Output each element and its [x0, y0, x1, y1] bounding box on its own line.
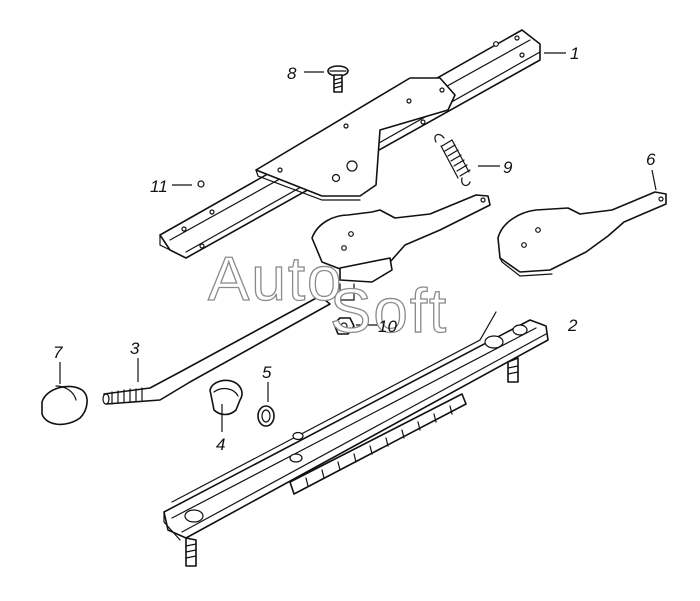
- part-7-knob: [41, 385, 88, 426]
- callout-6: 6: [646, 150, 656, 169]
- callout-9: 9: [503, 158, 513, 177]
- part-10-nut: [333, 317, 355, 335]
- part-2-lower-rail: [163, 311, 549, 567]
- leader-lines: [59, 52, 657, 432]
- part-11-ball: [197, 180, 205, 188]
- part-5-washer: [257, 405, 275, 427]
- part-1-mounting-plate: [255, 77, 456, 201]
- latch-lever-plate: [311, 194, 491, 301]
- callout-11: 11: [150, 177, 168, 196]
- watermark-text-soft: Soft: [330, 277, 448, 346]
- part-4-plug: [209, 379, 243, 416]
- watermark-text-auto: Auto: [208, 245, 344, 314]
- callout-5: 5: [262, 363, 272, 382]
- callout-2: 2: [567, 316, 578, 335]
- callout-10: 10: [378, 317, 397, 336]
- callout-1: 1: [570, 44, 579, 63]
- part-6-side-plate: [497, 191, 667, 277]
- callout-4: 4: [216, 435, 225, 454]
- callout-8: 8: [287, 64, 297, 83]
- part-3-handle-rod: [102, 295, 331, 405]
- callout-3: 3: [130, 339, 140, 358]
- callout-7: 7: [53, 343, 63, 362]
- part-9-spring: [434, 133, 471, 187]
- part-8-screw: [327, 65, 349, 93]
